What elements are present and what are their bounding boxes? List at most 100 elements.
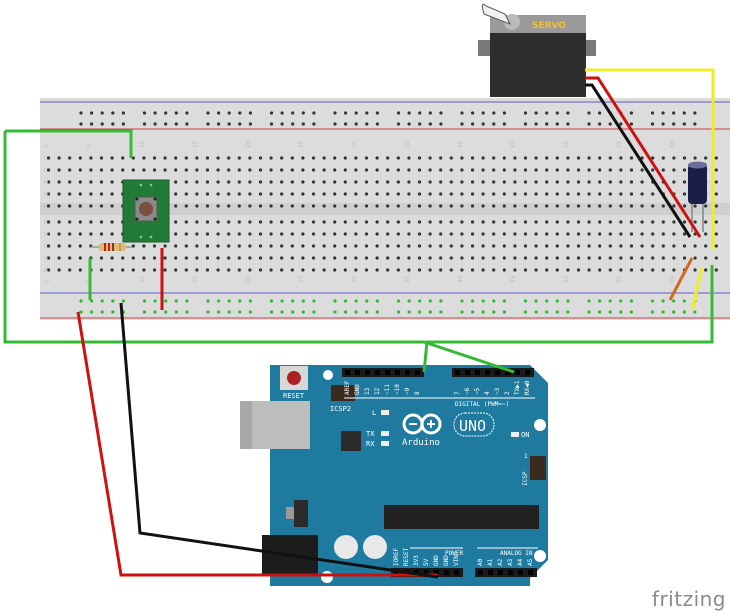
breadboard-hole[interactable]	[216, 168, 220, 172]
rail-hole[interactable]	[428, 111, 432, 115]
breadboard-hole[interactable]	[184, 180, 188, 184]
rail-hole[interactable]	[153, 111, 157, 115]
rail-hole[interactable]	[280, 122, 284, 126]
breadboard-hole[interactable]	[142, 156, 146, 160]
breadboard-hole[interactable]	[301, 256, 305, 260]
breadboard-hole[interactable]	[301, 192, 305, 196]
breadboard-hole[interactable]	[598, 204, 602, 208]
breadboard-hole[interactable]	[333, 192, 337, 196]
breadboard-hole[interactable]	[280, 220, 284, 224]
breadboard-hole[interactable]	[407, 220, 411, 224]
breadboard-hole[interactable]	[216, 204, 220, 208]
breadboard-hole[interactable]	[364, 244, 369, 248]
breadboard-hole[interactable]	[428, 232, 432, 236]
breadboard-hole[interactable]	[227, 256, 231, 260]
rail-hole[interactable]	[142, 111, 147, 115]
breadboard-hole[interactable]	[195, 268, 199, 272]
breadboard-hole[interactable]	[545, 268, 549, 272]
breadboard-hole[interactable]	[301, 168, 305, 172]
breadboard-hole[interactable]	[598, 156, 602, 160]
breadboard-hole[interactable]	[396, 256, 400, 260]
reset-button[interactable]	[287, 371, 301, 385]
breadboard-hole[interactable]	[280, 244, 284, 248]
breadboard-hole[interactable]	[280, 268, 284, 272]
rail-hole[interactable]	[121, 111, 125, 115]
breadboard-hole[interactable]	[195, 204, 199, 208]
rail-hole-connected[interactable]	[248, 310, 252, 314]
breadboard-hole[interactable]	[640, 232, 644, 236]
breadboard-hole[interactable]	[237, 180, 241, 184]
breadboard-hole[interactable]	[470, 256, 475, 260]
breadboard-hole[interactable]	[545, 256, 549, 260]
breadboard-hole[interactable]	[407, 244, 411, 248]
breadboard-hole[interactable]	[152, 244, 157, 248]
breadboard-hole[interactable]	[555, 220, 559, 224]
header-pin[interactable]	[488, 570, 493, 575]
breadboard-hole[interactable]	[534, 204, 538, 208]
breadboard-hole[interactable]	[672, 204, 676, 208]
breadboard-hole[interactable]	[513, 256, 517, 260]
breadboard-hole[interactable]	[248, 232, 252, 236]
breadboard-hole[interactable]	[311, 204, 316, 208]
breadboard-hole[interactable]	[89, 204, 93, 208]
breadboard-hole[interactable]	[619, 220, 623, 224]
breadboard-hole[interactable]	[428, 156, 432, 160]
breadboard-hole[interactable]	[290, 180, 294, 184]
rail-hole[interactable]	[344, 111, 348, 115]
breadboard-hole[interactable]	[598, 180, 602, 184]
breadboard-hole[interactable]	[227, 268, 231, 272]
breadboard-hole[interactable]	[269, 220, 273, 224]
breadboard-hole[interactable]	[566, 192, 570, 196]
breadboard-hole[interactable]	[449, 180, 453, 184]
breadboard-hole[interactable]	[428, 168, 432, 172]
rail-hole[interactable]	[217, 122, 221, 126]
breadboard-hole[interactable]	[714, 220, 718, 224]
breadboard-hole[interactable]	[354, 244, 358, 248]
breadboard-hole[interactable]	[57, 232, 61, 236]
breadboard-hole[interactable]	[608, 220, 612, 224]
breadboard-hole[interactable]	[258, 244, 263, 248]
breadboard-hole[interactable]	[99, 220, 104, 224]
rail-hole[interactable]	[481, 111, 485, 115]
breadboard-hole[interactable]	[152, 168, 157, 172]
rail-hole[interactable]	[682, 122, 686, 126]
breadboard-hole[interactable]	[470, 220, 475, 224]
rail-hole-connected[interactable]	[598, 299, 602, 303]
breadboard-hole[interactable]	[375, 168, 379, 172]
breadboard-hole[interactable]	[629, 204, 634, 208]
rail-hole-connected[interactable]	[418, 299, 422, 303]
breadboard-hole[interactable]	[672, 220, 676, 224]
breadboard-hole[interactable]	[57, 180, 61, 184]
rail-hole-connected[interactable]	[587, 299, 591, 303]
rail-hole-connected[interactable]	[608, 310, 612, 314]
rail-hole[interactable]	[291, 111, 295, 115]
rail-hole[interactable]	[545, 122, 549, 126]
rail-hole-connected[interactable]	[354, 299, 358, 303]
breadboard-hole[interactable]	[386, 168, 390, 172]
rail-hole-connected[interactable]	[111, 310, 115, 314]
breadboard-hole[interactable]	[396, 180, 400, 184]
rail-hole[interactable]	[333, 111, 337, 115]
rail-hole[interactable]	[164, 111, 168, 115]
breadboard-hole[interactable]	[449, 220, 453, 224]
breadboard-hole[interactable]	[566, 232, 570, 236]
breadboard-hole[interactable]	[99, 232, 104, 236]
breadboard-hole[interactable]	[89, 232, 93, 236]
breadboard-hole[interactable]	[513, 244, 517, 248]
breadboard-hole[interactable]	[152, 268, 157, 272]
breadboard-hole[interactable]	[301, 232, 305, 236]
rail-hole-connected[interactable]	[153, 299, 157, 303]
breadboard-hole[interactable]	[89, 220, 93, 224]
breadboard-hole[interactable]	[354, 192, 358, 196]
rail-hole[interactable]	[672, 111, 676, 115]
breadboard-hole[interactable]	[99, 256, 104, 260]
breadboard-hole[interactable]	[248, 244, 252, 248]
breadboard-hole[interactable]	[545, 220, 549, 224]
breadboard-hole[interactable]	[227, 204, 231, 208]
breadboard-hole[interactable]	[195, 244, 199, 248]
breadboard-hole[interactable]	[523, 204, 528, 208]
breadboard-hole[interactable]	[640, 168, 644, 172]
rail-hole[interactable]	[354, 122, 358, 126]
breadboard-hole[interactable]	[78, 256, 82, 260]
breadboard-hole[interactable]	[682, 204, 687, 208]
